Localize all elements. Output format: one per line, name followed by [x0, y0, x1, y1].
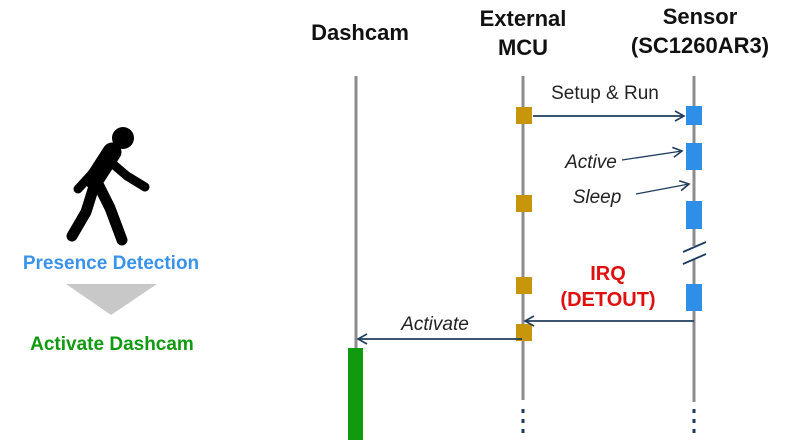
mcu-block-1 — [516, 107, 532, 124]
lane-header-mcu-line2: MCU — [498, 35, 548, 60]
sensor-break-mark-top — [682, 241, 707, 253]
lane-header-sensor-line1: Sensor — [663, 4, 738, 29]
lane-header-dashcam: Dashcam — [311, 20, 409, 45]
message-active-arrow — [621, 146, 684, 161]
message-irq-label-line2: (DETOUT) — [560, 289, 655, 311]
message-active-label: Active — [564, 152, 617, 173]
mcu-block-2 — [516, 195, 532, 212]
message-activate-label: Activate — [400, 314, 469, 335]
walking-person-icon — [66, 127, 150, 246]
sensor-block-1 — [686, 106, 702, 125]
mcu-block-3 — [516, 277, 532, 294]
sensor-block-3 — [686, 201, 702, 229]
sensor-block-2 — [686, 143, 702, 170]
presence-detection-label: Presence Detection — [23, 253, 199, 274]
mcu-block-4 — [516, 324, 532, 341]
dashcam-active-bar — [348, 348, 363, 440]
sensor-break-mark-bottom — [682, 253, 707, 265]
message-setup-run-label: Setup & Run — [551, 83, 659, 104]
message-irq-label-line1: IRQ — [590, 263, 626, 285]
lane-header-mcu-line1: External — [480, 6, 567, 31]
lane-header-sensor-line2: (SC1260AR3) — [631, 33, 769, 58]
down-triangle-icon — [66, 284, 157, 315]
message-sleep-arrow — [635, 179, 691, 195]
sensor-block-4 — [686, 284, 702, 311]
activate-dashcam-label: Activate Dashcam — [30, 334, 194, 355]
message-sleep-label: Sleep — [573, 187, 622, 208]
